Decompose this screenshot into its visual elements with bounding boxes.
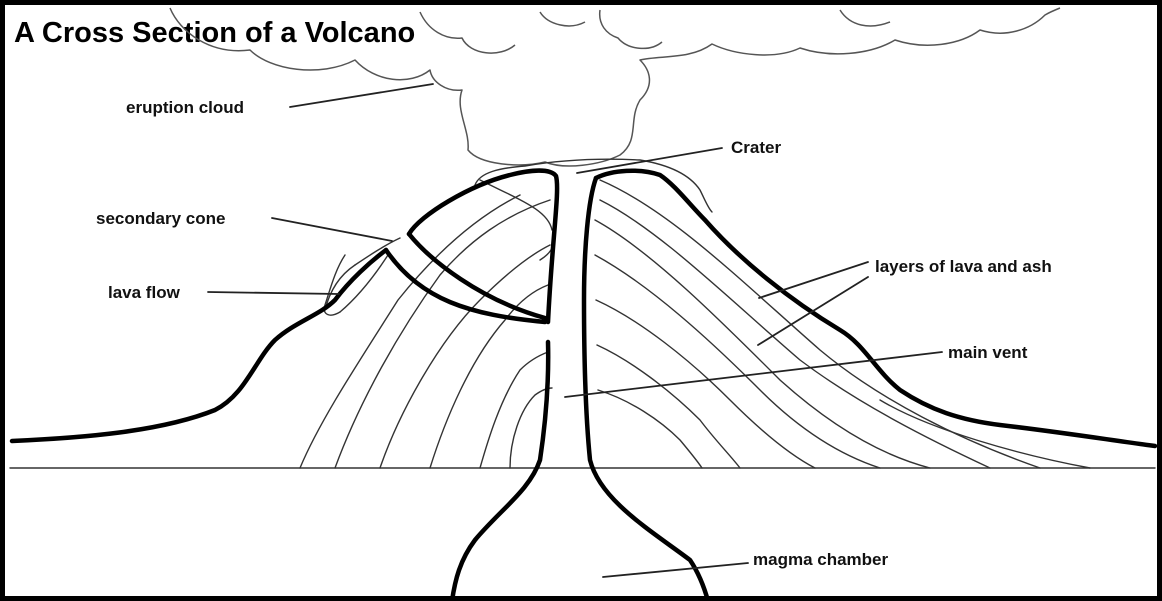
leader-secondary-cone — [272, 218, 392, 241]
label-magma-chamber: magma chamber — [753, 550, 888, 569]
label-main-vent: main vent — [948, 343, 1028, 362]
label-layers: layers of lava and ash — [875, 257, 1052, 276]
label-crater: Crater — [731, 138, 781, 157]
leader-lines — [208, 84, 942, 577]
leader-magma-chamber — [603, 563, 748, 577]
label-eruption-cloud: eruption cloud — [126, 98, 244, 117]
leader-crater — [577, 148, 722, 173]
cone-outline-thin — [324, 159, 712, 315]
label-secondary-cone: secondary cone — [96, 209, 225, 228]
leader-eruption-cloud — [290, 84, 433, 107]
label-lava-flow: lava flow — [108, 283, 181, 302]
leader-lava-flow — [208, 292, 339, 294]
diagram-title: A Cross Section of a Volcano — [14, 17, 415, 49]
volcano-outline — [12, 171, 1155, 601]
leader-layers-1 — [759, 262, 868, 298]
